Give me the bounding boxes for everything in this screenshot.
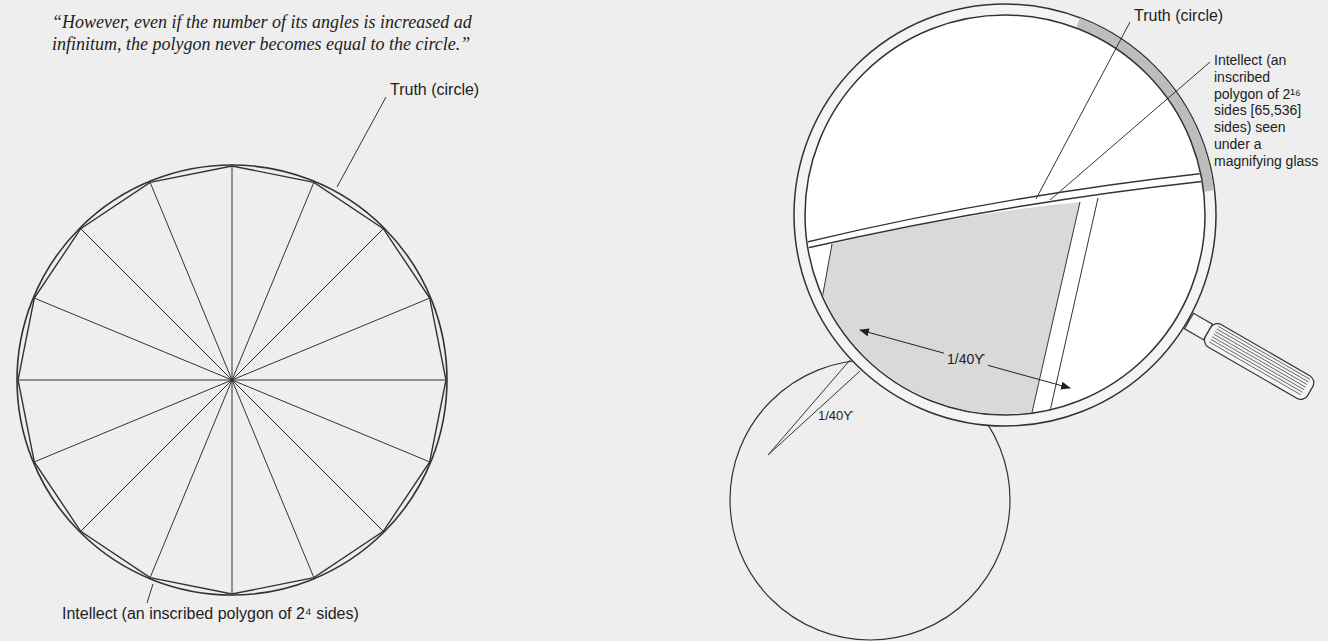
circle-polygon <box>17 165 447 595</box>
intellect-label: Intellect (an inscribed polygon of 2⁴ si… <box>62 604 359 623</box>
wedge-line <box>768 360 850 455</box>
quote-text: “However, even if the number of its angl… <box>52 12 512 55</box>
leader-line <box>1050 62 1210 200</box>
leader-line <box>147 584 153 603</box>
intellect-label: Intellect (an inscribed polygon of 2¹⁶ s… <box>1214 52 1322 170</box>
leader-line <box>337 97 386 187</box>
wedge-line <box>768 371 860 455</box>
dimension-label: 1/40ϒ <box>944 351 988 368</box>
glass-handle <box>1183 310 1317 403</box>
leader-line <box>1036 22 1130 199</box>
angle-label: 1/40ϒ <box>818 408 853 424</box>
magnifying-glass <box>782 4 1216 520</box>
truth-label: Truth (circle) <box>390 80 479 99</box>
truth-label: Truth (circle) <box>1134 6 1223 25</box>
